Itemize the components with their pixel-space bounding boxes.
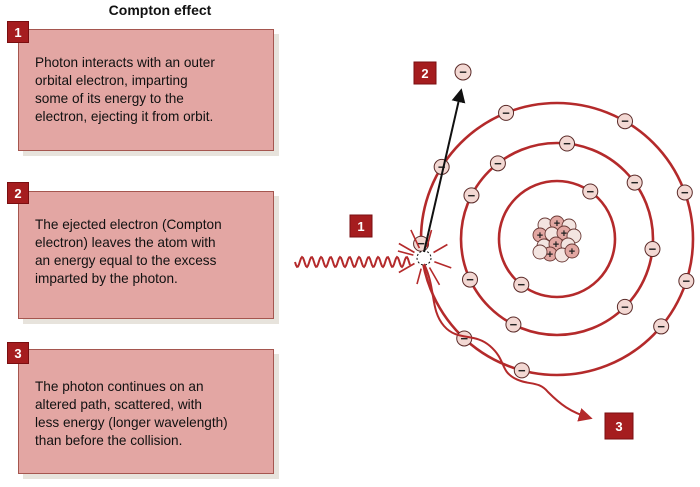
svg-text:+: + xyxy=(554,218,560,230)
electron: − xyxy=(653,318,670,335)
svg-text:−: − xyxy=(517,277,525,292)
electron: − xyxy=(644,241,661,258)
inner-orbit xyxy=(497,179,617,299)
svg-text:−: − xyxy=(460,331,468,346)
middle-orbit xyxy=(459,141,655,337)
electron: − xyxy=(489,155,506,172)
electron: − xyxy=(678,273,695,290)
electron: − xyxy=(505,316,522,333)
label-badge-3: 3 xyxy=(604,412,634,440)
step-1-box: Photon interacts with an outer orbital e… xyxy=(18,29,274,151)
step-3-text: The photon continues on an altered path,… xyxy=(35,379,228,448)
electron: − xyxy=(676,184,693,201)
svg-text:−: − xyxy=(683,274,691,289)
svg-text:−: − xyxy=(518,363,526,378)
electron: − xyxy=(626,174,643,191)
svg-text:+: + xyxy=(561,228,567,240)
step-1-text: Photon interacts with an outer orbital e… xyxy=(35,55,215,124)
label-badge-2: 2 xyxy=(413,61,437,85)
electron: − xyxy=(461,271,478,288)
svg-text:−: − xyxy=(466,272,474,287)
scattered-photon-wave xyxy=(423,263,593,422)
step-3-badge: 3 xyxy=(7,342,29,364)
electron: − xyxy=(616,298,633,315)
electron: − xyxy=(582,183,599,200)
electron: − xyxy=(559,135,576,152)
incident-photon-wave xyxy=(294,255,411,269)
electron: − xyxy=(456,330,473,347)
svg-text:+: + xyxy=(547,249,553,261)
svg-text:−: − xyxy=(494,156,502,171)
electron: − xyxy=(617,113,633,130)
step-2-box: The ejected electron (Compton electron) … xyxy=(18,191,274,319)
svg-text:−: − xyxy=(502,105,510,120)
svg-text:+: + xyxy=(553,239,559,251)
step-2-badge: 2 xyxy=(7,182,29,204)
svg-text:−: − xyxy=(649,242,657,257)
svg-text:−: − xyxy=(621,114,629,129)
electron: − xyxy=(463,187,480,204)
svg-text:−: − xyxy=(657,319,665,334)
svg-text:−: − xyxy=(631,175,639,190)
step-1-badge: 1 xyxy=(7,21,29,43)
label-badge-1: 1 xyxy=(349,214,373,238)
svg-text:+: + xyxy=(569,246,575,258)
svg-text:−: − xyxy=(563,136,571,151)
electron: − xyxy=(498,104,515,121)
ejected-electron-arrow xyxy=(423,88,466,253)
svg-text:+: + xyxy=(537,230,543,242)
svg-text:−: − xyxy=(681,185,689,200)
ejection-site xyxy=(416,250,432,266)
ejected-electron: − xyxy=(454,63,472,81)
step-3-box: The photon continues on an altered path,… xyxy=(18,349,274,474)
step-2-text: The ejected electron (Compton electron) … xyxy=(35,217,222,286)
neutron xyxy=(532,244,548,260)
page-title: Compton effect xyxy=(108,2,212,18)
svg-text:−: − xyxy=(438,159,446,174)
svg-text:−: − xyxy=(621,299,629,314)
electron: − xyxy=(513,276,530,293)
svg-text:1: 1 xyxy=(357,219,364,234)
electron: − xyxy=(513,362,530,379)
svg-text:3: 3 xyxy=(615,419,622,434)
svg-text:−: − xyxy=(510,317,518,332)
proton: + xyxy=(564,243,580,259)
svg-text:−: − xyxy=(586,184,594,199)
svg-text:2: 2 xyxy=(421,66,428,81)
svg-text:−: − xyxy=(417,236,425,251)
svg-text:−: − xyxy=(459,65,467,80)
collision-burst-icon xyxy=(397,229,452,286)
svg-text:−: − xyxy=(468,188,476,203)
nucleus: ++++++ xyxy=(532,215,582,263)
